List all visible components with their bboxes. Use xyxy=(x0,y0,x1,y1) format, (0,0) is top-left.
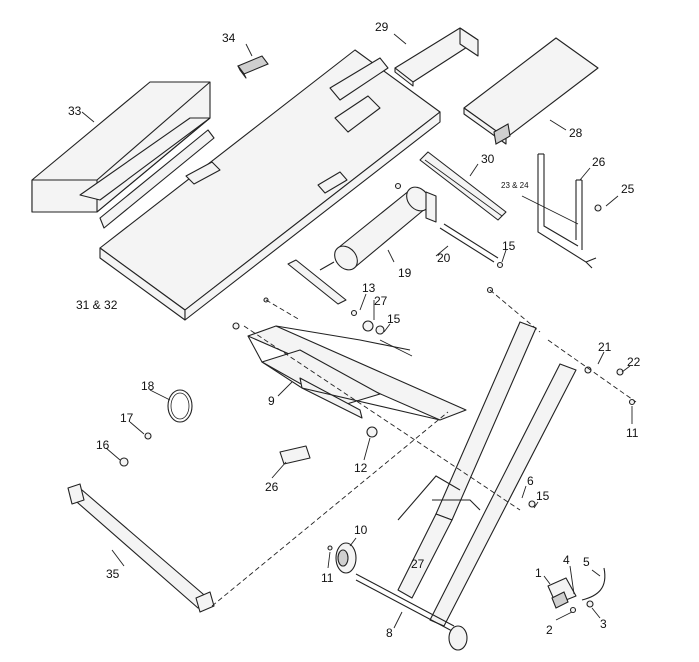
part-19-roller xyxy=(287,186,437,305)
callout-3: 3 xyxy=(600,617,607,631)
callout-27-mid: 27 xyxy=(374,294,388,308)
callout-18: 18 xyxy=(141,379,155,393)
part-30-rail xyxy=(419,151,507,221)
callout-5: 5 xyxy=(583,555,590,569)
hardware-fasteners xyxy=(119,182,636,614)
part-26-plate xyxy=(279,445,311,465)
callout-26-bottom: 26 xyxy=(265,480,279,494)
callout-27-bottom: 27 xyxy=(411,557,425,571)
part-33-extension-board xyxy=(31,81,211,213)
leader-lines xyxy=(81,33,633,629)
part-1-pedal xyxy=(547,577,577,609)
callout-15-mid: 15 xyxy=(387,312,401,326)
part-31-32-table-top xyxy=(99,49,441,321)
assembly-dashed-lines xyxy=(211,289,637,607)
callout-22: 22 xyxy=(627,355,641,369)
callout-20: 20 xyxy=(437,251,451,265)
part-9-frame xyxy=(247,325,467,421)
callout-4: 4 xyxy=(563,553,570,567)
callout-28: 28 xyxy=(569,126,583,140)
callout-15-top: 15 xyxy=(502,239,516,253)
callout-35: 35 xyxy=(106,567,120,581)
callout-34: 34 xyxy=(222,31,236,45)
part-20-shaft xyxy=(439,223,499,263)
wheel-lower xyxy=(448,625,468,651)
callout-1: 1 xyxy=(535,566,542,580)
callout-11-bottom: 11 xyxy=(321,571,334,585)
part-34-cup xyxy=(237,55,269,79)
callout-10: 10 xyxy=(354,523,368,537)
part-8-axle xyxy=(355,573,455,633)
callout-13: 13 xyxy=(362,281,376,295)
part-5-cable xyxy=(581,567,606,601)
part-28-tray xyxy=(463,37,599,145)
callout-2: 2 xyxy=(546,623,553,637)
callout-8: 8 xyxy=(386,626,393,640)
callout-31-32: 31 & 32 xyxy=(76,298,118,312)
part-26-handle-bracket xyxy=(521,153,597,269)
callout-15-bottom: 15 xyxy=(536,489,550,503)
callout-23-24: 23 & 24 xyxy=(501,181,529,190)
callout-6: 6 xyxy=(527,474,534,488)
callout-16: 16 xyxy=(96,438,110,452)
part-29-tray xyxy=(394,27,479,87)
part-10-wheel xyxy=(335,542,357,574)
callout-9: 9 xyxy=(268,394,275,408)
callout-25: 25 xyxy=(621,182,635,196)
callout-26-top: 26 xyxy=(592,155,606,169)
callout-19: 19 xyxy=(398,266,412,280)
callout-29: 29 xyxy=(375,20,389,34)
callout-12: 12 xyxy=(354,461,368,475)
part-18-ring xyxy=(167,389,193,423)
part-27-legs xyxy=(397,321,577,627)
callout-33: 33 xyxy=(68,104,82,118)
callout-30: 30 xyxy=(481,152,495,166)
callout-11-right: 11 xyxy=(626,426,639,440)
part-35-bar xyxy=(67,483,215,613)
callout-21: 21 xyxy=(598,340,612,354)
callout-17: 17 xyxy=(120,411,134,425)
